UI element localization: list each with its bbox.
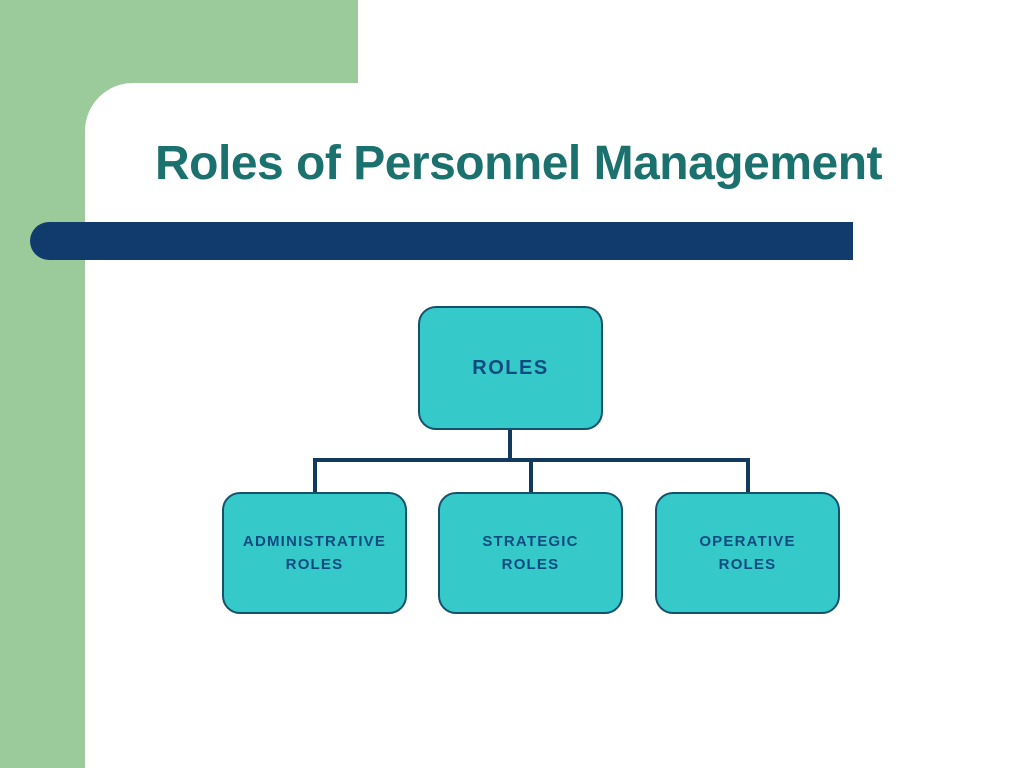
connector-root-stem — [508, 428, 512, 460]
diagram-node-administrative-roles: ADMINISTRATIVE ROLES — [222, 492, 407, 614]
connector-drop-strategic — [529, 458, 533, 494]
title-underline-bar — [30, 222, 853, 260]
connector-drop-operative — [746, 458, 750, 494]
node-label: ROLES — [472, 356, 549, 379]
diagram-node-strategic-roles: STRATEGIC ROLES — [438, 492, 623, 614]
node-label-line1: ADMINISTRATIVE — [242, 533, 387, 550]
connector-drop-admin — [313, 458, 317, 494]
node-label-line1: STRATEGIC — [482, 533, 579, 550]
node-label-line1: OPERATIVE — [699, 533, 796, 550]
node-label-line2: ROLES — [718, 556, 777, 573]
slide-title: Roles of Personnel Management — [155, 137, 883, 190]
diagram-node-operative-roles: OPERATIVE ROLES — [655, 492, 840, 614]
node-label-line2: ROLES — [285, 556, 344, 573]
green-left-column — [0, 0, 85, 768]
diagram-node-roles: ROLES — [418, 306, 603, 430]
node-label-line2: ROLES — [501, 556, 560, 573]
